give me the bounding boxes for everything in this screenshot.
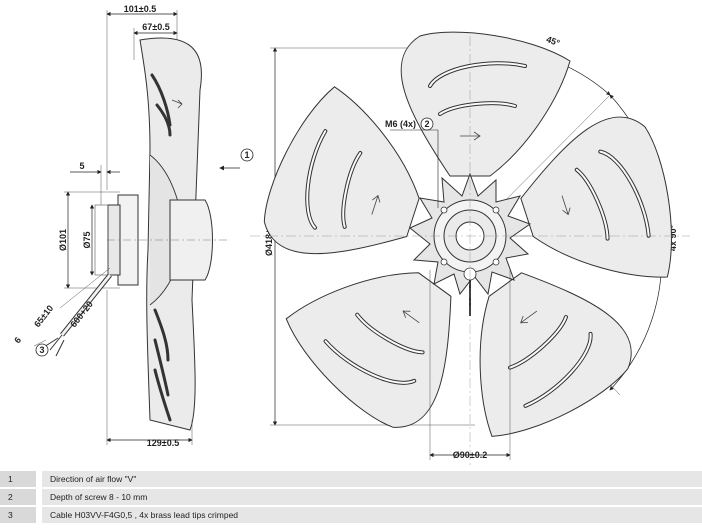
callout-2: 2: [424, 119, 429, 129]
dim-d75: Ø75: [82, 231, 92, 248]
callout-1: 1: [244, 150, 249, 160]
callout-2-circle: [420, 117, 434, 131]
legend-num: 3: [0, 506, 42, 524]
legend-text: Cable H03VV-F4G0,5 , 4x brass lead tips …: [39, 506, 702, 524]
legend-num: 2: [0, 488, 42, 506]
legend-table: 1 Direction of air flow "V" 2 Depth of s…: [0, 471, 702, 525]
legend-text: Depth of screw 8 - 10 mm: [39, 488, 702, 506]
dim-65: 65±10: [32, 303, 55, 329]
m6-label: M6 (4x): [385, 119, 416, 129]
dim-129: 129±0.5: [147, 438, 179, 448]
legend-num: 1: [0, 471, 42, 488]
dim-67: 67±0.5: [142, 22, 169, 32]
callout-1-circle: [240, 148, 254, 162]
dim-d101: Ø101: [58, 229, 68, 251]
dim-d90: Ø90±0.2: [453, 450, 487, 460]
callout-3: 3: [39, 345, 44, 355]
dim-6: 6: [12, 335, 23, 345]
legend-text: Direction of air flow "V": [39, 471, 702, 488]
side-view: 101±0.5 67±0.5 Ø101 Ø75 5: [12, 4, 254, 448]
legend-row: 1 Direction of air flow "V": [0, 471, 702, 488]
angle-45: 45°: [545, 34, 562, 48]
legend-row: 2 Depth of screw 8 - 10 mm: [0, 488, 702, 506]
angle-90: 4x 90°: [668, 225, 678, 252]
callout-3-circle: [35, 343, 49, 357]
dim-600: 600+20: [68, 299, 95, 329]
front-view: Ø418±2 45° 4x 90°: [250, 30, 697, 466]
dim-5: 5: [79, 161, 84, 171]
dim-101: 101±0.5: [124, 4, 156, 14]
dim-d418: Ø418±2: [264, 224, 274, 256]
fan-technical-drawing: 101±0.5 67±0.5 Ø101 Ø75 5: [12, 4, 697, 466]
legend-row: 3 Cable H03VV-F4G0,5 , 4x brass lead tip…: [0, 506, 702, 524]
